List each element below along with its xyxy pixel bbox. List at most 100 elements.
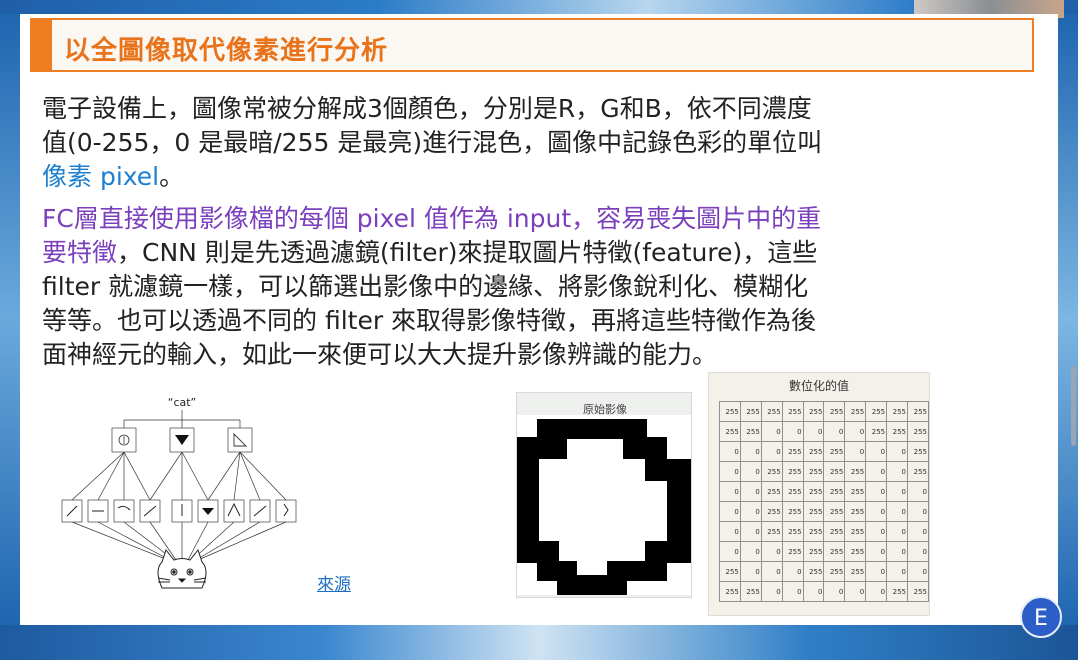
grid-cell: 255 (844, 461, 867, 482)
grid-cell: 255 (823, 501, 846, 522)
grid-cell: 0 (739, 541, 762, 562)
grid-cell: 255 (781, 501, 804, 522)
grid-cell: 255 (823, 441, 846, 462)
grid-cell: 255 (823, 561, 846, 582)
grid-cell: 0 (739, 561, 762, 582)
grid-cell: 255 (823, 541, 846, 562)
grid-cell: 255 (844, 481, 867, 502)
paragraph-cnn-line-5: 面神經元的輸入，如此一來便可以大大提升影像辨識的能力。 (42, 340, 718, 369)
grid-cell: 255 (781, 401, 804, 422)
background-right-band (1058, 14, 1078, 625)
user-avatar[interactable]: E (1020, 596, 1062, 638)
grid-cell: 0 (739, 501, 762, 522)
grid-cell: 0 (844, 421, 867, 442)
grid-cell: 0 (719, 521, 741, 542)
grid-cell: 0 (719, 441, 741, 462)
pixel-term: 像素 pixel (42, 162, 160, 191)
grid-cell: 0 (907, 481, 929, 502)
grid-cell: 255 (802, 521, 825, 542)
background-top-band (0, 0, 1078, 14)
grid-cell: 0 (719, 501, 741, 522)
grid-cell: 0 (865, 581, 888, 602)
grid-cell: 0 (907, 561, 929, 582)
grid-cell: 255 (719, 421, 741, 442)
original-image-figure: 原始影像 (516, 392, 692, 598)
grid-cell: 0 (760, 541, 783, 562)
grid-cell: 0 (719, 461, 741, 482)
background-left-band (0, 14, 20, 625)
scrollbar-thumb[interactable] (1071, 366, 1076, 446)
grid-cell: 255 (802, 481, 825, 502)
grid-cell: 255 (907, 461, 929, 482)
grid-cell: 0 (802, 421, 825, 442)
paragraph-pixel: 電子設備上，圖像常被分解成3個顏色，分別是R，G和B，依不同濃度 值(0-255… (42, 92, 822, 194)
grid-cell: 255 (907, 401, 929, 422)
grid-cell: 255 (781, 521, 804, 542)
grid-cell: 255 (823, 461, 846, 482)
grid-cell: 255 (760, 501, 783, 522)
grid-cell: 255 (907, 441, 929, 462)
grid-cell: 0 (865, 501, 888, 522)
paragraph-cnn: FC層直接使用影像檔的每個 pixel 值作為 input，容易喪失圖片中的重 … (42, 202, 821, 372)
paragraph-cnn-line-2-rest: ，CNN 則是先透過濾鏡(filter)來提取圖片特徵(feature)，這些 (117, 238, 818, 267)
title-accent-bar (32, 20, 52, 70)
grid-cell: 255 (844, 561, 867, 582)
webcam-thumbnail (914, 0, 1064, 18)
pixel-term-end: 。 (159, 162, 185, 191)
grid-cell: 255 (760, 401, 783, 422)
grid-cell: 255 (844, 541, 867, 562)
grid-cell: 255 (760, 461, 783, 482)
slide-title: 以全圖像取代像素進行分析 (64, 36, 389, 66)
grid-cell: 255 (739, 421, 762, 442)
grid-cell: 255 (886, 421, 909, 442)
grid-cell: 255 (802, 401, 825, 422)
grid-cell: 255 (886, 401, 909, 422)
grid-cell: 0 (781, 561, 804, 582)
grid-cell: 0 (886, 561, 909, 582)
grid-cell: 255 (719, 401, 741, 422)
grid-cell: 0 (719, 481, 741, 502)
pixel-zero-image (517, 415, 691, 595)
grid-cell: 255 (802, 441, 825, 462)
grid-cell: 0 (739, 521, 762, 542)
grid-cell: 255 (739, 401, 762, 422)
grid-cell: 255 (844, 401, 867, 422)
grid-cell: 255 (802, 541, 825, 562)
grid-cell: 0 (844, 441, 867, 462)
grid-cell: 0 (802, 581, 825, 602)
grid-cell: 255 (719, 561, 741, 582)
paragraph-cnn-line-2: 要特徵，CNN 則是先透過濾鏡(filter)來提取圖片特徵(feature)，… (42, 236, 821, 270)
grid-cell: 0 (907, 521, 929, 542)
grid-cell: 255 (719, 581, 741, 602)
grid-cell: 255 (760, 481, 783, 502)
slide-title-box: 以全圖像取代像素進行分析 (30, 18, 1034, 72)
paragraph-pixel-line-2: 值(0-255，0 是最暗/255 是最亮)進行混色，圖像中記錄色彩的單位叫 (42, 128, 823, 157)
digitized-values-caption: 數位化的值 (788, 379, 849, 393)
grid-cell: 0 (886, 501, 909, 522)
grid-cell: 0 (886, 441, 909, 462)
grid-cell: 0 (823, 421, 846, 442)
grid-cell: 0 (739, 481, 762, 502)
grid-cell: 255 (823, 521, 846, 542)
grid-cell: 0 (865, 441, 888, 462)
grid-cell: 0 (886, 481, 909, 502)
grid-cell: 0 (719, 541, 741, 562)
grid-cell: 0 (865, 461, 888, 482)
original-image-caption: 原始影像 (583, 403, 627, 416)
paragraph-cnn-line-4: 等等。也可以透過不同的 filter 來取得影像特徵，再將這些特徵作為後 (42, 306, 817, 335)
paragraph-pixel-line-3: 像素 pixel。 (42, 160, 822, 194)
grid-cell: 0 (739, 461, 762, 482)
source-link[interactable]: 來源 (317, 575, 351, 595)
grid-cell: 255 (760, 521, 783, 542)
grid-cell: 255 (907, 581, 929, 602)
cat-label: “cat” (168, 396, 197, 409)
